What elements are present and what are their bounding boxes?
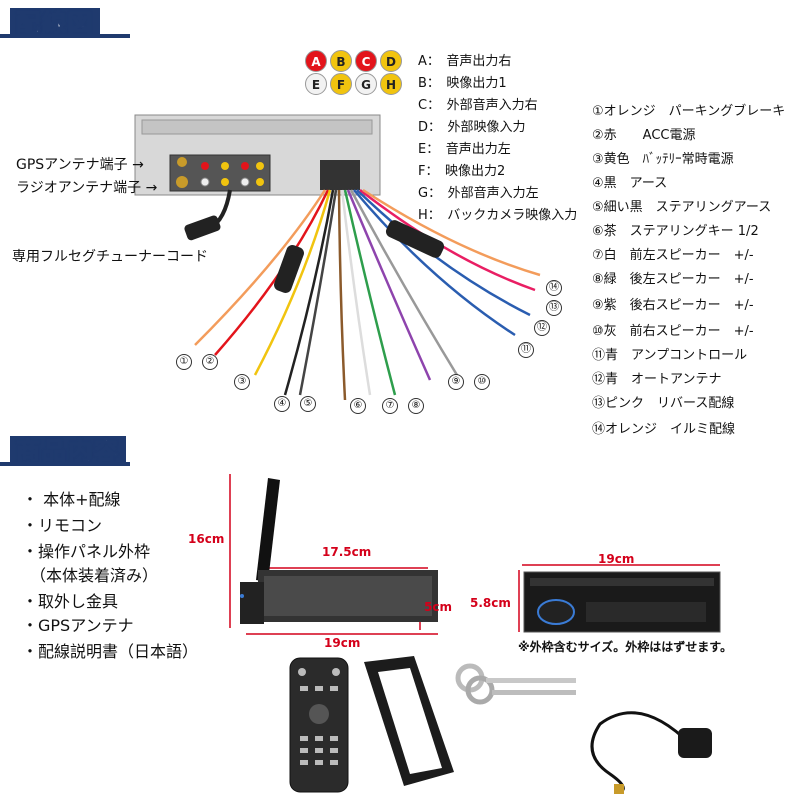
plug-item-h: H： バックカメラ映像入力: [418, 208, 578, 223]
wire-num-3: ③: [234, 374, 250, 390]
wire-item-3: ③黄色 ﾊﾞｯﾃﾘｰ常時電源: [592, 152, 734, 167]
wire-item-12: ⑫青 オートアンテナ: [592, 372, 722, 387]
wire-num-13: ⑬: [546, 300, 562, 316]
rca-plug-f: F: [330, 73, 352, 95]
wire-num-1: ①: [176, 354, 192, 370]
wire-connector-block: [320, 160, 360, 190]
wire-item-7: ⑦白 前左スピーカー +/-: [592, 248, 754, 263]
wire-num-14: ⑭: [546, 280, 562, 296]
section-header-contents: 商品内容: [0, 436, 130, 466]
content-item-6: ・GPSアンテナ: [22, 616, 134, 635]
wire-num-9: ⑨: [448, 374, 464, 390]
tuner-cord-label: 専用フルセグチューナーコード: [12, 249, 208, 265]
wire-item-5: ⑤細い黒 ステアリングアース: [592, 200, 772, 215]
dimension-depth: 17.5cm: [322, 545, 372, 559]
section-header-bar: [0, 462, 130, 466]
rca-plug-b: B: [330, 50, 352, 72]
dimension-width-front: 19cm: [598, 552, 635, 566]
dimension-height: 16cm: [188, 532, 225, 546]
section-header-wiring: 配線図: [0, 8, 130, 38]
wire-item-6: ⑥茶 ステアリングキー 1/2: [592, 224, 759, 239]
rca-plug-h: H: [380, 73, 402, 95]
dimension-unit-height: 5cm: [424, 600, 452, 614]
plug-item-e: E： 音声出力左: [418, 142, 511, 157]
plug-item-a: A： 音声出力右: [418, 54, 512, 69]
size-note: ※外枠含むサイズ。外枠ははずせます。: [518, 640, 733, 654]
panel-frame-image: [364, 656, 454, 786]
tuner-plug: [184, 215, 221, 241]
content-item-5: ・取外し金具: [22, 592, 119, 611]
wire-item-2: ②赤 ACC電源: [592, 128, 696, 143]
wire-num-7: ⑦: [382, 398, 398, 414]
rca-plug-g: G: [355, 73, 377, 95]
wire-num-4: ④: [274, 396, 290, 412]
wire-item-9: ⑨紫 後右スピーカー +/-: [592, 298, 754, 313]
section-title-wiring: 配線図: [10, 8, 100, 38]
rca-plug-a: A: [305, 50, 327, 72]
unit-side-view: [229, 474, 438, 635]
wire-item-4: ④黒 アース: [592, 176, 668, 191]
rca-plug-e: E: [305, 73, 327, 95]
wiring-harness-illustration: [134, 114, 541, 401]
plug-item-b: B： 映像出力1: [418, 76, 507, 91]
wire-num-5: ⑤: [300, 396, 316, 412]
wire-num-2: ②: [202, 354, 218, 370]
content-item-7: ・配線説明書（日本語）: [22, 642, 199, 661]
wire-num-8: ⑧: [408, 398, 424, 414]
dimension-front-height: 5.8cm: [470, 596, 511, 610]
remote-control-image: [289, 657, 349, 793]
plug-item-f: F： 映像出力2: [418, 164, 506, 179]
wire-item-8: ⑧緑 後左スピーカー +/-: [592, 272, 754, 287]
rca-plug-d: D: [380, 50, 402, 72]
gps-antenna-image: [590, 711, 712, 794]
wire-item-14: ⑭オレンジ イルミ配線: [592, 422, 736, 437]
plug-item-d: D： 外部映像入力: [418, 120, 526, 135]
section-title-contents: 商品内容: [10, 436, 126, 466]
plug-item-c: C： 外部音声入力右: [418, 98, 538, 113]
rca-plug-c: C: [355, 50, 377, 72]
radio-terminal: [176, 176, 188, 188]
wire-num-12: ⑫: [534, 320, 550, 336]
radio-terminal-label: ラジオアンテナ端子 →: [16, 180, 158, 196]
section-header-bar: [0, 34, 130, 38]
plug-item-g: G： 外部音声入力左: [418, 186, 539, 201]
removal-tool-image: [455, 663, 576, 705]
content-item-2: ・リモコン: [22, 516, 103, 535]
unit-front-view: [518, 564, 721, 633]
wire-item-1: ①オレンジ パーキングブレーキ: [592, 104, 786, 119]
wire-item-11: ⑪青 アンプコントロール: [592, 348, 748, 363]
wire-num-11: ⑪: [518, 342, 534, 358]
content-item-4: （本体装着済み）: [22, 566, 159, 585]
content-item-3: ・操作パネル外枠: [22, 542, 151, 561]
wire-num-6: ⑥: [350, 398, 366, 414]
gps-terminal-label: GPSアンテナ端子 →: [16, 157, 144, 173]
wire-item-10: ⑩灰 前右スピーカー +/-: [592, 324, 754, 339]
content-item-1: ・ 本体+配線: [22, 490, 121, 509]
wire-num-10: ⑩: [474, 374, 490, 390]
dimension-width-side: 19cm: [324, 636, 361, 650]
wire-item-13: ⑬ピンク リバース配線: [592, 396, 735, 411]
gps-terminal: [177, 157, 187, 167]
